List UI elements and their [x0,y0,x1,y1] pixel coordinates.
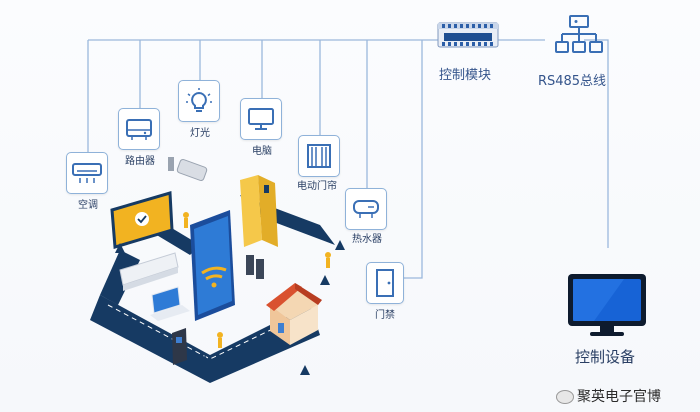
smart-home-illustration [90,157,345,383]
monitor-icon [568,274,646,336]
trees [115,240,345,375]
light-node: 灯光 [178,80,222,140]
door-lock-label: 门禁 [375,310,395,321]
control-device-label: 控制设备 [574,348,635,366]
computer-label: 电脑 [252,146,272,157]
drop-control-device [584,39,609,248]
rs485-bus-node: RS485总线 [532,14,612,90]
control-module-node: 控制模块 [436,20,500,84]
air-conditioner-icon [72,163,102,183]
control-device-node: 控制设备 [562,270,652,366]
billboard [110,191,174,249]
electric-curtain-label: 电动门帘 [297,181,337,192]
drop-door-lock [404,40,423,279]
laptop [150,286,190,321]
rs485-bus-label: RS485总线 [537,74,607,89]
light-bulb-icon [186,88,212,112]
water-heater-icon [353,200,379,218]
road-left [100,250,140,305]
router-node: 路由器 [118,108,162,168]
water-heater-icon-box [345,188,387,230]
computer-icon-box [240,98,282,140]
network-tree-icon [555,15,603,53]
control-module-label: 控制模块 [438,68,491,83]
security-camera [168,157,208,182]
light-label: 灯光 [190,128,210,139]
watermark-text: 聚英电子官博 [577,389,661,405]
watermark: 聚英电子官博 [556,386,661,406]
house [266,283,322,345]
electric-curtain-node: 电动门帘 [297,135,342,193]
weibo-logo-icon [556,390,574,404]
control-module-icon [437,22,499,48]
air-conditioner-icon-box [66,152,108,194]
router-label: 路由器 [125,156,155,167]
water-heater-node: 热水器 [345,188,389,246]
water-heater-label: 热水器 [352,234,382,245]
air-conditioner-node: 空调 [66,152,110,212]
router-icon-box [118,108,160,150]
computer-monitor-icon [248,108,274,130]
electric-curtain-icon-box [298,135,340,177]
air-conditioner-label: 空调 [78,200,98,211]
door-lock-node: 门禁 [366,262,410,322]
curtain-icon [307,144,331,168]
router-icon [126,119,152,140]
refrigerator [240,175,278,247]
light-icon-box [178,80,220,122]
kiosks [246,255,264,279]
ac-unit-illustration [119,252,179,291]
smart-lock-illustration [172,328,187,365]
people [183,212,331,348]
door-lock-icon-box [366,262,404,304]
computer-node: 电脑 [240,98,284,158]
door-icon [376,269,394,297]
smartphone [190,210,235,321]
